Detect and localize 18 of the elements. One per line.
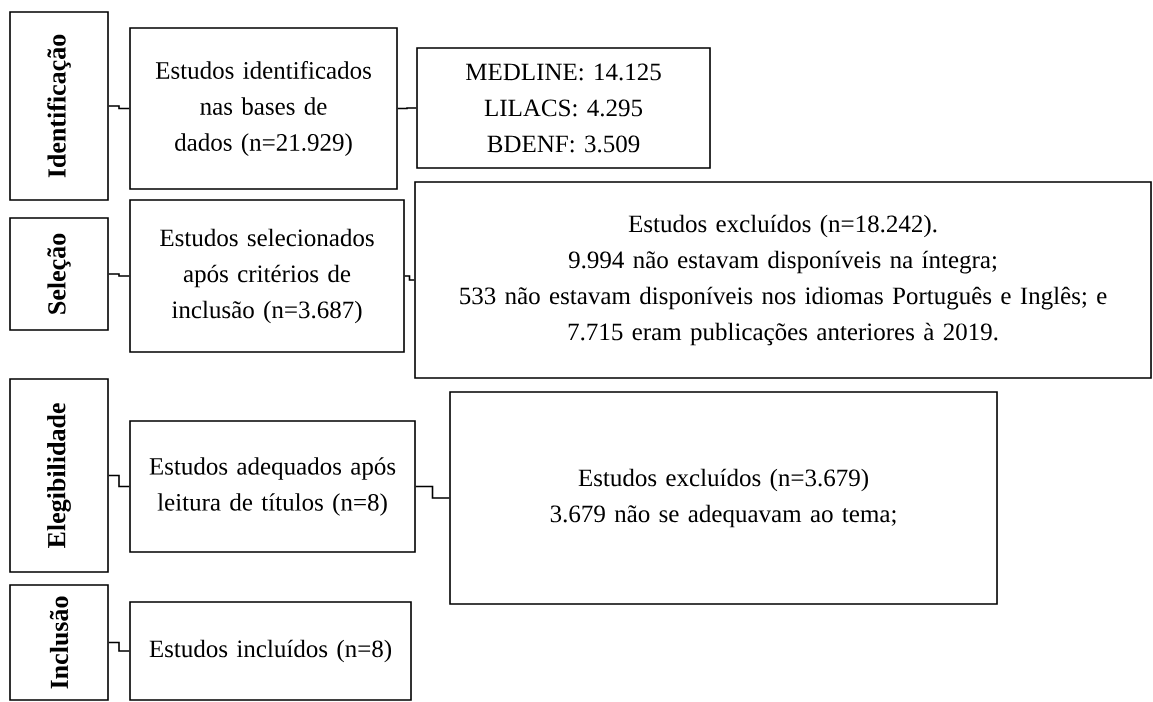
- connector-line: [108, 105, 130, 110]
- process-box: Estudos identificados nas bases de dados (n=21.929): [129, 27, 398, 190]
- connector-line: [108, 474, 130, 488]
- stage-label-box: Seleção: [9, 217, 109, 331]
- process-box: Estudos adequados após leitura de títulos (n=8): [129, 420, 416, 553]
- process-box: Estudos excluídos (n=18.242). 9.994 não estavam disponíveis na íntegra; 533 não estavam disponíveis nos idiomas Português e Inglês; e 7.715 eram publicações anteriores à 2019.: [414, 181, 1152, 379]
- connector-line: [415, 485, 450, 499]
- connector-line: [108, 641, 130, 652]
- process-box: Estudos selecionados após critérios de inclusão (n=3.687): [129, 199, 405, 353]
- stage-label-box: Elegibilidade: [9, 378, 109, 573]
- connector-line: [397, 107, 417, 110]
- connector-line: [404, 275, 415, 281]
- stage-label-box: Identificação: [9, 11, 109, 201]
- stage-label-box: Inclusão: [9, 584, 109, 701]
- process-box: Estudos incluídos (n=8): [129, 601, 412, 701]
- connector-line: [108, 273, 130, 277]
- process-box: Estudos excluídos (n=3.679) 3.679 não se adequavam ao tema;: [449, 391, 998, 605]
- process-box: MEDLINE: 14.125 LILACS: 4.295 BDENF: 3.509: [416, 47, 711, 169]
